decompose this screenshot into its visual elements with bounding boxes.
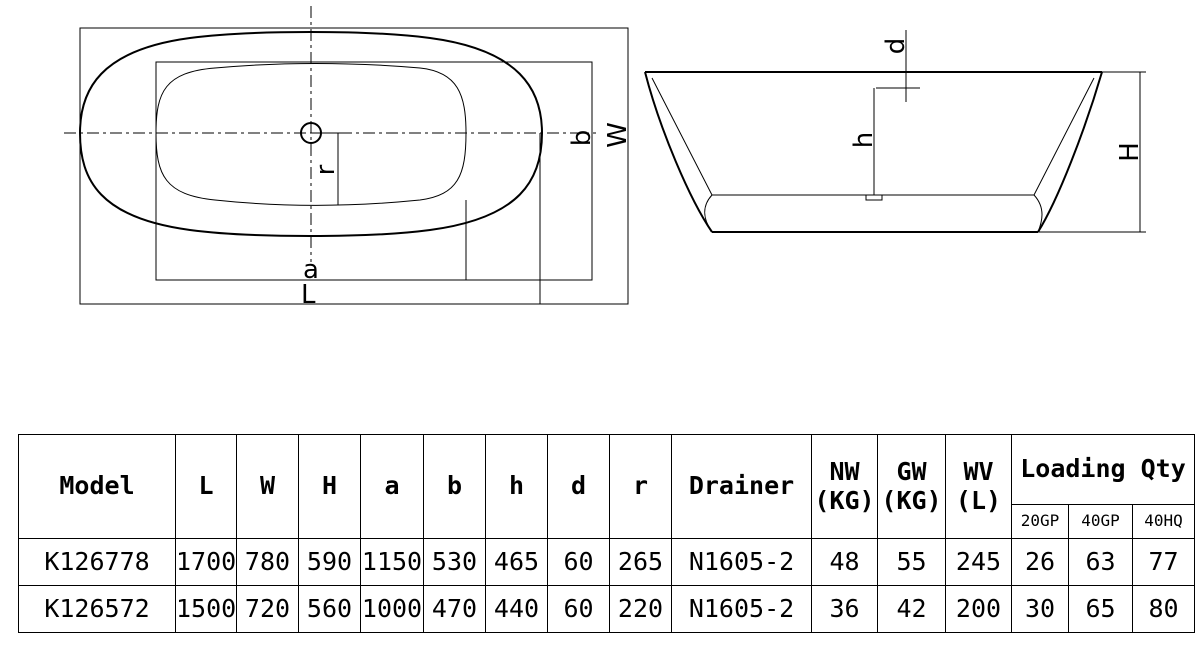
label-h: h <box>849 132 879 148</box>
header-wv-unit: (L) <box>955 485 1002 515</box>
cell-H: 590 <box>298 538 361 586</box>
cell-L: 1500 <box>175 585 237 633</box>
cell-drainer: N1605-2 <box>671 538 812 586</box>
cell-L: 1700 <box>175 538 237 586</box>
cell-b: 470 <box>423 585 486 633</box>
header-loading-qty: Loading Qty <box>1010 434 1196 505</box>
cell-gw: 42 <box>877 585 946 633</box>
cell-r: 265 <box>609 538 672 586</box>
cell-h: 440 <box>485 585 548 633</box>
label-W: W <box>603 122 633 148</box>
cell-40hq: 80 <box>1131 585 1196 633</box>
cell-d: 60 <box>547 585 610 633</box>
header-r: r <box>609 434 672 539</box>
header-gw-label: GW <box>896 456 927 486</box>
cell-drainer: N1605-2 <box>671 585 812 633</box>
label-b: b <box>567 130 597 147</box>
header-40gp: 40GP <box>1068 504 1133 539</box>
cell-40hq: 77 <box>1131 538 1196 586</box>
cell-b: 530 <box>423 538 486 586</box>
header-model: Model <box>18 434 176 539</box>
cell-a: 1150 <box>360 538 424 586</box>
label-r: r <box>311 164 341 175</box>
table-row: K126778 1700 780 590 1150 530 465 60 265… <box>18 538 1196 586</box>
cell-d: 60 <box>547 538 610 586</box>
header-20gp: 20GP <box>1011 504 1069 539</box>
header-wv-label: WV <box>963 456 994 486</box>
header-drainer: Drainer <box>671 434 812 539</box>
spec-table: Model L W H a b h d r Drainer NW (KG) GW… <box>18 434 1196 633</box>
header-nw-label: NW <box>829 456 860 486</box>
cell-wv: 200 <box>945 585 1012 633</box>
cell-W: 720 <box>236 585 299 633</box>
header-row: Model L W H a b h d r Drainer NW (KG) GW… <box>18 434 1196 539</box>
side-drain <box>865 194 883 201</box>
cell-a: 1000 <box>360 585 424 633</box>
top-view: a L b W r <box>64 6 633 310</box>
label-d: d <box>881 38 911 55</box>
cell-r: 220 <box>609 585 672 633</box>
cell-nw: 48 <box>811 538 878 586</box>
label-L: L <box>301 280 316 310</box>
cell-gw: 55 <box>877 538 946 586</box>
header-h: h <box>485 434 548 539</box>
cell-wv: 245 <box>945 538 1012 586</box>
side-view: d h H <box>644 30 1146 233</box>
cell-40gp: 65 <box>1068 585 1133 633</box>
label-a: a <box>303 255 319 285</box>
header-H: H <box>298 434 361 539</box>
dimension-box-L-W <box>79 27 629 305</box>
cell-nw: 36 <box>811 585 878 633</box>
header-b: b <box>423 434 486 539</box>
cell-model: K126572 <box>18 585 176 633</box>
dimension-box-a-b <box>155 61 593 281</box>
header-nw: NW (KG) <box>811 434 878 539</box>
header-L: L <box>175 434 237 539</box>
table-row: K126572 1500 720 560 1000 470 440 60 220… <box>18 585 1196 633</box>
side-outer-right-wall <box>1037 71 1103 233</box>
header-40hq: 40HQ <box>1131 504 1196 539</box>
cell-40gp: 63 <box>1068 538 1133 586</box>
header-gw: GW (KG) <box>877 434 946 539</box>
side-outer-left-wall <box>644 71 713 233</box>
header-wv: WV (L) <box>945 434 1012 539</box>
header-gw-unit: (KG) <box>881 485 942 515</box>
cell-20gp: 30 <box>1011 585 1069 633</box>
cell-h: 465 <box>485 538 548 586</box>
cell-20gp: 26 <box>1011 538 1069 586</box>
label-H: H <box>1115 142 1145 162</box>
header-d: d <box>547 434 610 539</box>
bathtub-technical-drawing: a L b W r d h H <box>64 6 1146 310</box>
cell-model: K126778 <box>18 538 176 586</box>
cell-W: 780 <box>236 538 299 586</box>
header-W: W <box>236 434 299 539</box>
cell-H: 560 <box>298 585 361 633</box>
subheader-row: 20GP 40GP 40HQ <box>19 504 1196 539</box>
header-a: a <box>360 434 424 539</box>
header-nw-unit: (KG) <box>814 485 875 515</box>
